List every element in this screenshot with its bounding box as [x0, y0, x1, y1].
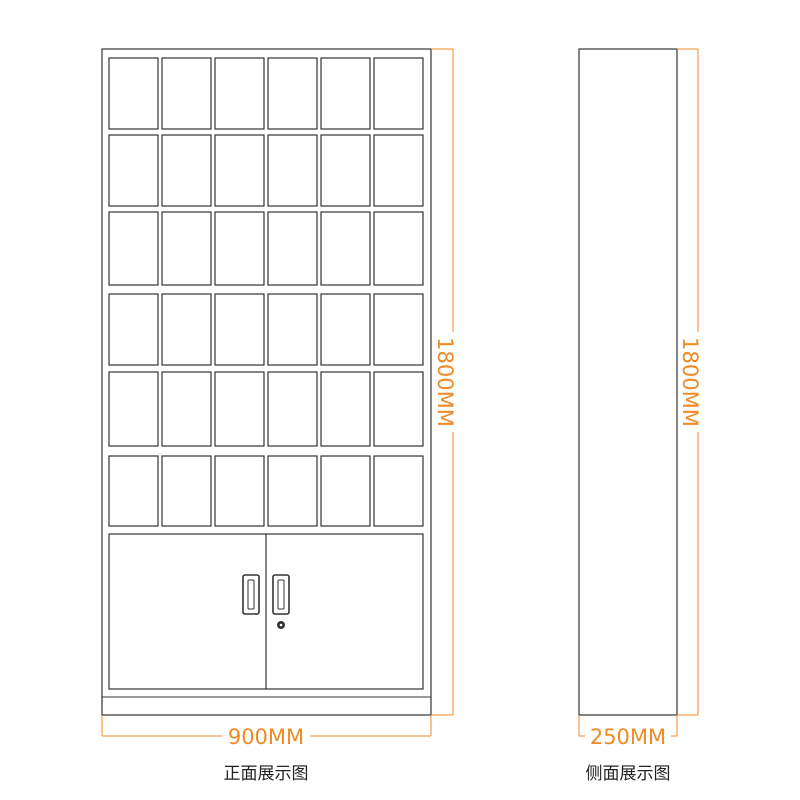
compartment-door	[373, 211, 424, 286]
compartment-door	[108, 211, 159, 286]
compartment-door	[108, 371, 159, 447]
compartment-door	[267, 211, 318, 286]
compartment-door	[161, 57, 212, 130]
side-view: 250MM 1800MM 侧面展示图	[578, 48, 702, 784]
compartment-door	[267, 371, 318, 447]
compartment-door	[161, 371, 212, 447]
compartment-door	[320, 134, 371, 207]
side-cabinet-frame	[578, 48, 678, 716]
compartment-door	[320, 211, 371, 286]
compartment-door	[373, 455, 424, 527]
compartment-door	[320, 293, 371, 366]
side-depth-label: 250MM	[590, 725, 666, 749]
compartment-door	[108, 293, 159, 366]
compartment-door	[373, 293, 424, 366]
front-height-dimension: 1800MM	[431, 48, 457, 716]
compartment-door	[214, 57, 265, 130]
compartment-grid	[108, 57, 424, 527]
side-height-label: 1800MM	[678, 337, 702, 427]
compartment-door	[161, 134, 212, 207]
left-door-handle	[242, 574, 260, 615]
compartment-door	[108, 134, 159, 207]
side-height-dimension: 1800MM	[677, 48, 702, 716]
lower-cabinet	[108, 533, 424, 690]
compartment-door	[267, 293, 318, 366]
compartment-door	[267, 134, 318, 207]
compartment-door	[161, 211, 212, 286]
compartment-door	[320, 371, 371, 447]
compartment-door	[214, 211, 265, 286]
front-cabinet-frame	[101, 48, 432, 716]
front-height-label: 1800MM	[433, 337, 457, 427]
compartment-door	[161, 293, 212, 366]
compartment-door	[214, 293, 265, 366]
door-lock-icon	[277, 621, 285, 629]
compartment-door	[320, 455, 371, 527]
compartment-door	[214, 455, 265, 527]
compartment-door	[214, 371, 265, 447]
side-depth-dimension: 250MM	[578, 715, 678, 749]
front-view-caption: 正面展示图	[224, 764, 309, 784]
right-door-handle	[272, 574, 290, 615]
compartment-door	[373, 134, 424, 207]
front-width-label: 900MM	[228, 725, 304, 749]
compartment-door	[214, 134, 265, 207]
compartment-door	[267, 57, 318, 130]
side-view-caption: 侧面展示图	[586, 764, 671, 784]
compartment-door	[267, 455, 318, 527]
compartment-door	[320, 57, 371, 130]
compartment-door	[161, 455, 212, 527]
front-view: 900MM 1800MM 正面展示图	[101, 48, 457, 784]
compartment-door	[373, 371, 424, 447]
front-width-dimension: 900MM	[101, 715, 432, 749]
compartment-door	[108, 57, 159, 130]
compartment-door	[108, 455, 159, 527]
compartment-door	[373, 57, 424, 130]
